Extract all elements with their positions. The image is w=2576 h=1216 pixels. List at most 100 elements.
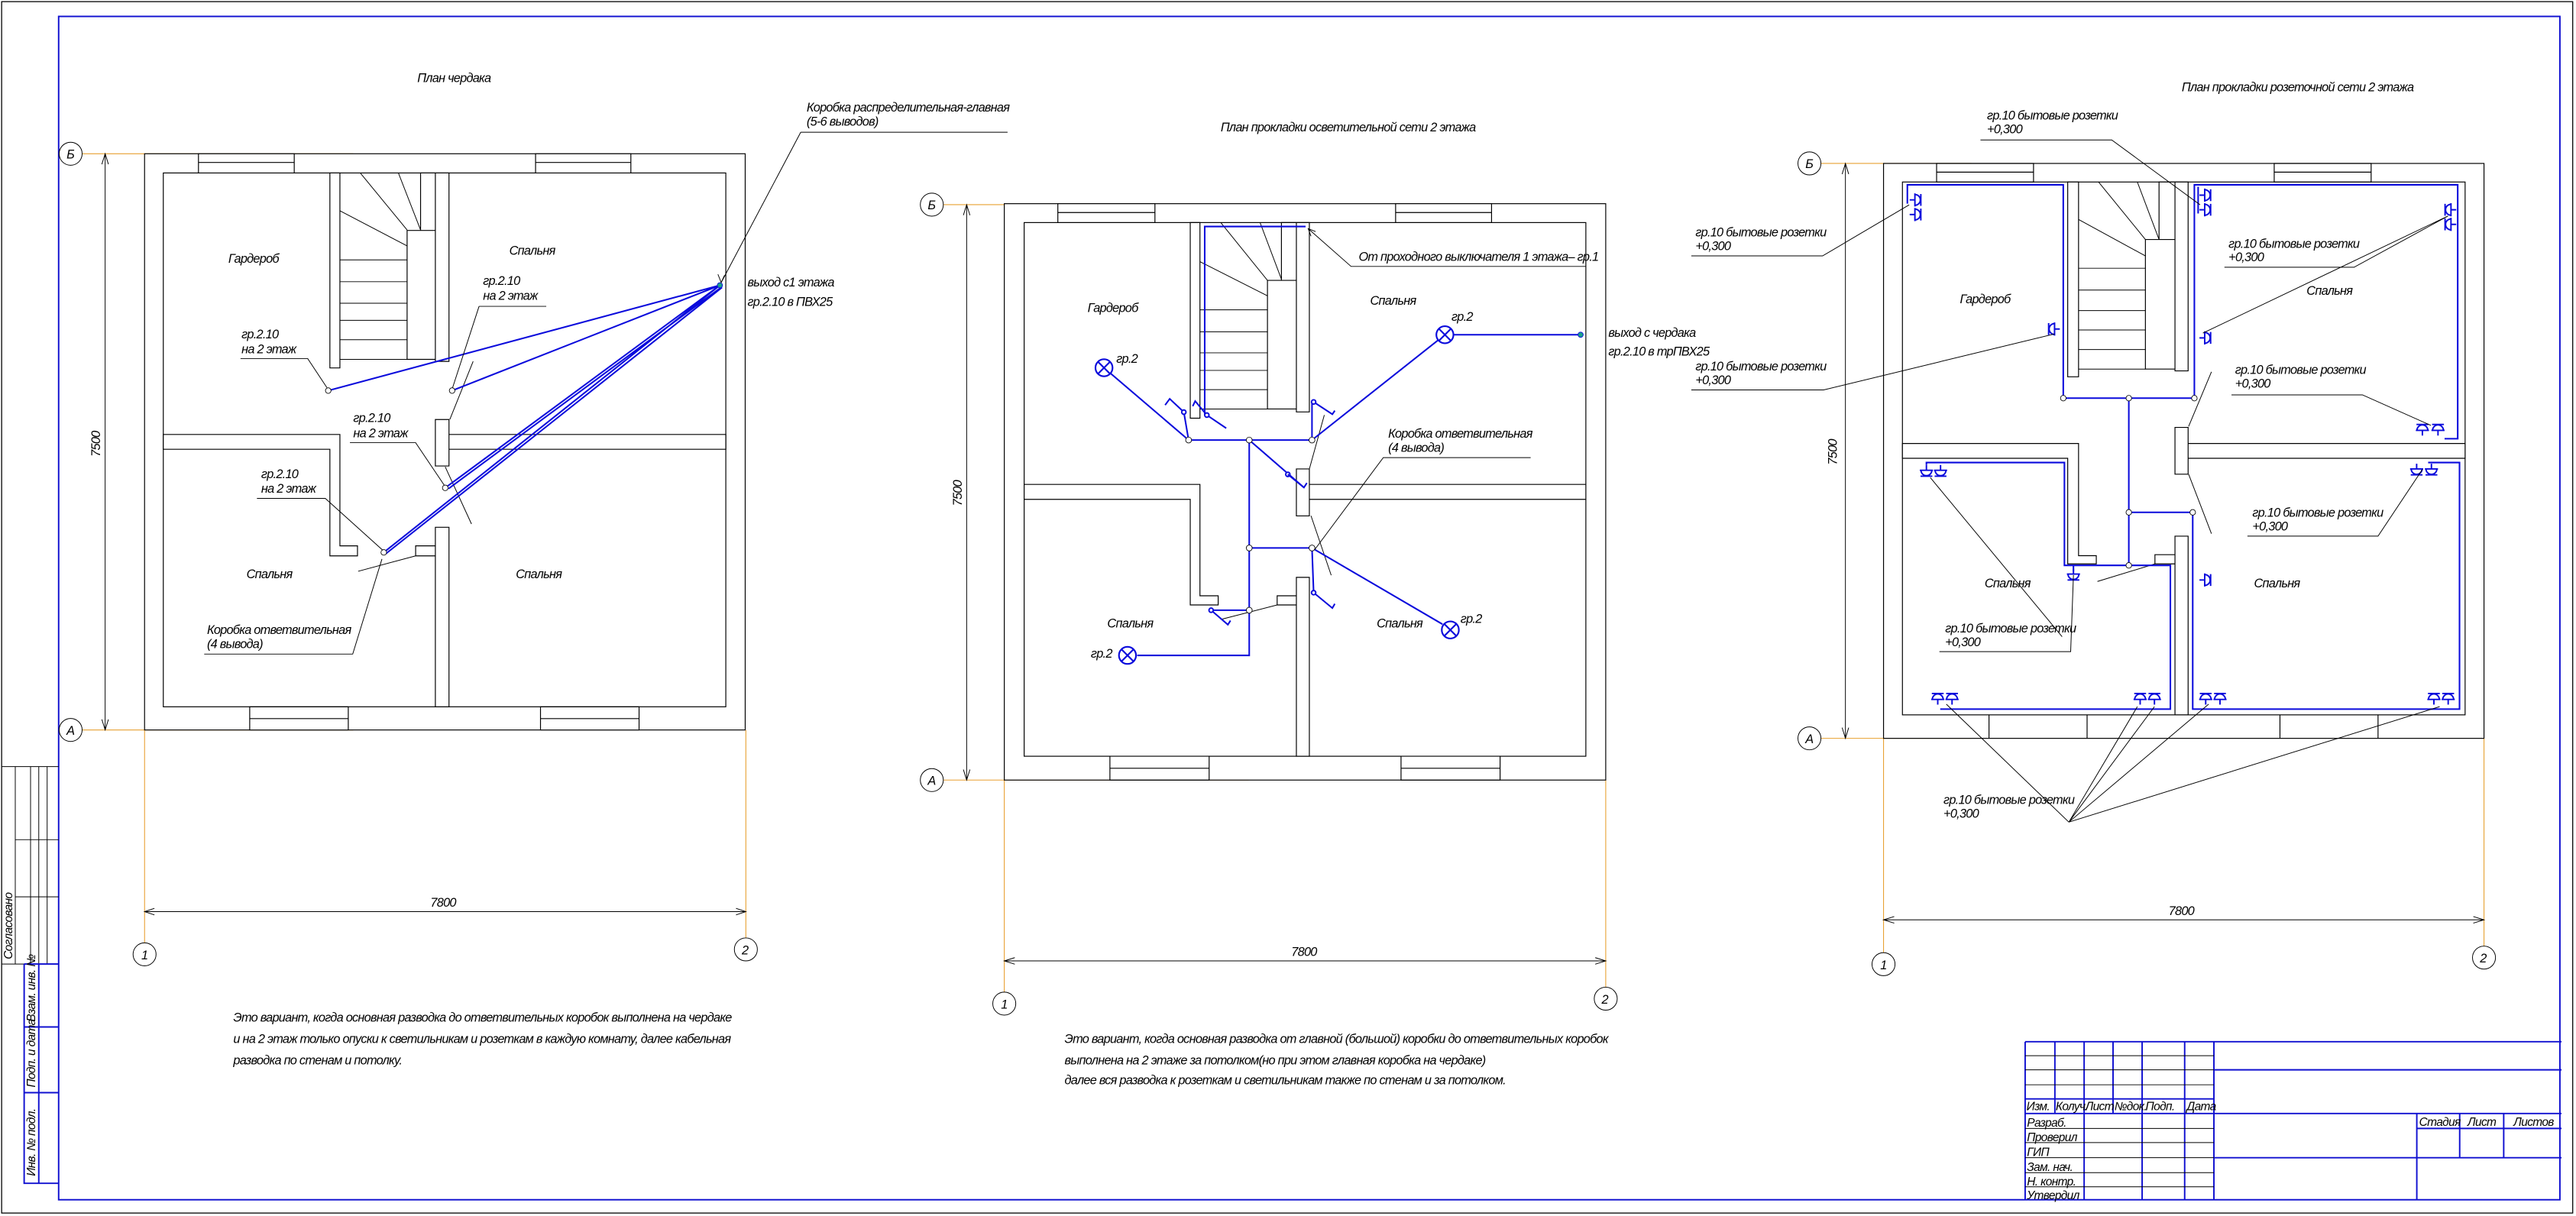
socket-group-label: гр.10 бытовые розетки	[1943, 794, 2075, 807]
lamp-group-label: гр.2	[1091, 647, 1112, 661]
title-block-stage-header: Стадия	[2419, 1116, 2461, 1129]
axis-label: А	[927, 774, 936, 787]
drop-label: на 2 этаж	[261, 482, 317, 496]
room-label: Спальня	[1107, 616, 1154, 630]
main-box-label: Коробка распределительная-главная	[807, 101, 1010, 115]
axis-label: А	[66, 724, 75, 738]
room-label: Спальня	[2254, 577, 2301, 590]
socket-group-label: гр.10 бытовые розетки	[1695, 226, 1827, 240]
attic-plan: План чердака 7500 7800 Б А 1 2 Гардероб …	[58, 72, 1011, 966]
lamp-group-label: гр.2	[1461, 613, 1482, 626]
exit-label: выход с чердака	[1608, 326, 1696, 340]
socket-group-label: гр.10 бытовые розетки	[1987, 109, 2118, 123]
attic-plan-title: План чердака	[417, 72, 491, 86]
socket-height-label: +0,300	[1945, 635, 1981, 649]
side-stamp-agreed: Согласовано	[2, 892, 15, 959]
title-block-header: Подп.	[2146, 1101, 2175, 1114]
axis-label: 2	[2479, 952, 2487, 965]
axis-label: Б	[927, 199, 936, 212]
note-middle-line: выполнена на 2 этаже за потолком(но при …	[1065, 1054, 1486, 1068]
note-middle-line: далее вся разводка к розеткам и светильн…	[1065, 1073, 1506, 1087]
room-label: Спальня	[510, 244, 556, 257]
sheet-inner-frame	[57, 15, 2561, 1201]
socket-plan: План прокладки розеточной сети 2 этажа 7…	[1691, 80, 2497, 976]
axis-label: Б	[1805, 157, 1814, 171]
attic-dim-height: 7500	[89, 431, 103, 457]
socket-group-label: гр.10 бытовые розетки	[2228, 237, 2360, 251]
socket-height-label: +0,300	[1943, 807, 1979, 821]
axis-label: 1	[1001, 998, 1007, 1011]
title-block-header: Изм.	[2027, 1101, 2050, 1114]
side-stamp: Согласовано Взам. инв. № Подп. и дата Ин…	[2, 766, 59, 1185]
room-label: Спальня	[1985, 577, 2031, 590]
title-block-stage-header: Лист	[2467, 1116, 2497, 1129]
socket-dim-width: 7800	[2169, 904, 2195, 918]
axis-label: 1	[1880, 959, 1886, 972]
socket-height-label: +0,300	[2252, 519, 2288, 533]
room-label: Спальня	[516, 568, 562, 581]
socket-plan-title: План прокладки розеточной сети 2 этажа	[2182, 80, 2414, 94]
title-block-role: Н. контр.	[2027, 1176, 2076, 1189]
title-block-header: Дата	[2185, 1101, 2216, 1114]
lamp-group-label: гр.2	[1451, 310, 1473, 324]
axis-label: 2	[741, 943, 749, 957]
drop-label: гр.2.10	[261, 467, 299, 481]
title-block-role: Разраб.	[2027, 1117, 2066, 1130]
side-stamp-field: Инв. № подл.	[25, 1108, 38, 1176]
main-box-label: (5-6 выводов)	[807, 115, 879, 129]
socket-group-label: гр.10 бытовые розетки	[2235, 364, 2367, 377]
socket-group-label: гр.10 бытовые розетки	[2252, 506, 2383, 520]
switch-note: От проходного выключателя 1 этажа– гр.1	[1358, 250, 1598, 264]
socket-height-label: +0,300	[2235, 377, 2271, 391]
title-block-header: №док.	[2115, 1101, 2147, 1114]
axis-label: Б	[66, 148, 75, 162]
branch-box-label: (4 вывода)	[1388, 441, 1444, 454]
note-middle-line: Это вариант, когда основная разводка от …	[1065, 1033, 1610, 1046]
socket-height-label: +0,300	[1695, 374, 1731, 387]
axis-label: 1	[141, 949, 147, 962]
drop-label: гр.2.10	[353, 412, 390, 425]
socket-height-label: +0,300	[1987, 122, 2023, 136]
lighting-plan-title: План прокладки осветительной сети 2 этаж…	[1221, 121, 1476, 134]
title-block-role: Зам. нач.	[2027, 1161, 2073, 1174]
drop-label: на 2 этаж	[353, 427, 409, 441]
note-left-line: и на 2 этаж только опуски к светильникам…	[233, 1033, 731, 1046]
title-block-header: Лист	[2085, 1101, 2115, 1114]
title-block-role: ГИП	[2027, 1146, 2050, 1159]
drop-label: на 2 этаж	[483, 289, 539, 302]
exit-label: гр.2.10 в ПВХ25	[747, 295, 833, 309]
exit-label: выход с1 этажа	[747, 276, 834, 289]
title-block-role: Утвердил	[2026, 1189, 2079, 1202]
title-block-role: Проверил	[2027, 1131, 2077, 1144]
lighting-dim-height: 7500	[951, 480, 965, 506]
branch-box-label: Коробка ответвительная	[1388, 427, 1533, 441]
socket-dim-height: 7500	[1826, 439, 1840, 465]
branch-box-label: (4 вывода)	[207, 637, 263, 651]
socket-height-label: +0,300	[2228, 251, 2264, 264]
side-stamp-field: Взам. инв. №	[25, 954, 38, 1022]
note-left-line: Это вариант, когда основная разводка до …	[233, 1011, 732, 1025]
exit-label: гр.2.10 в трПВХ25	[1608, 345, 1710, 359]
note-left-line: разводка по стенам и потолку.	[232, 1054, 402, 1068]
socket-group-label: гр.10 бытовые розетки	[1695, 360, 1827, 374]
drop-label: гр.2.10	[483, 274, 520, 288]
lighting-plan: План прокладки осветительной сети 2 этаж…	[920, 121, 1711, 1016]
room-label: Спальня	[1377, 616, 1423, 630]
lamp-group-label: гр.2	[1116, 352, 1138, 366]
title-block-stage-header: Листов	[2513, 1116, 2554, 1129]
axis-label: 2	[1601, 993, 1609, 1007]
room-label: Гардероб	[228, 252, 280, 266]
socket-group-label: гр.10 бытовые розетки	[1945, 622, 2076, 635]
notes: Это вариант, когда основная разводка до …	[232, 1011, 1610, 1088]
room-label: Гардероб	[1960, 293, 2012, 306]
lighting-dim-width: 7800	[1291, 946, 1317, 959]
room-label: Спальня	[1371, 294, 1417, 308]
branch-box-label: Коробка ответвительная	[207, 623, 352, 637]
attic-dim-width: 7800	[430, 896, 456, 910]
title-block-header: Колуч.	[2056, 1101, 2088, 1114]
room-label: Спальня	[247, 568, 293, 581]
room-label: Спальня	[2306, 284, 2353, 298]
